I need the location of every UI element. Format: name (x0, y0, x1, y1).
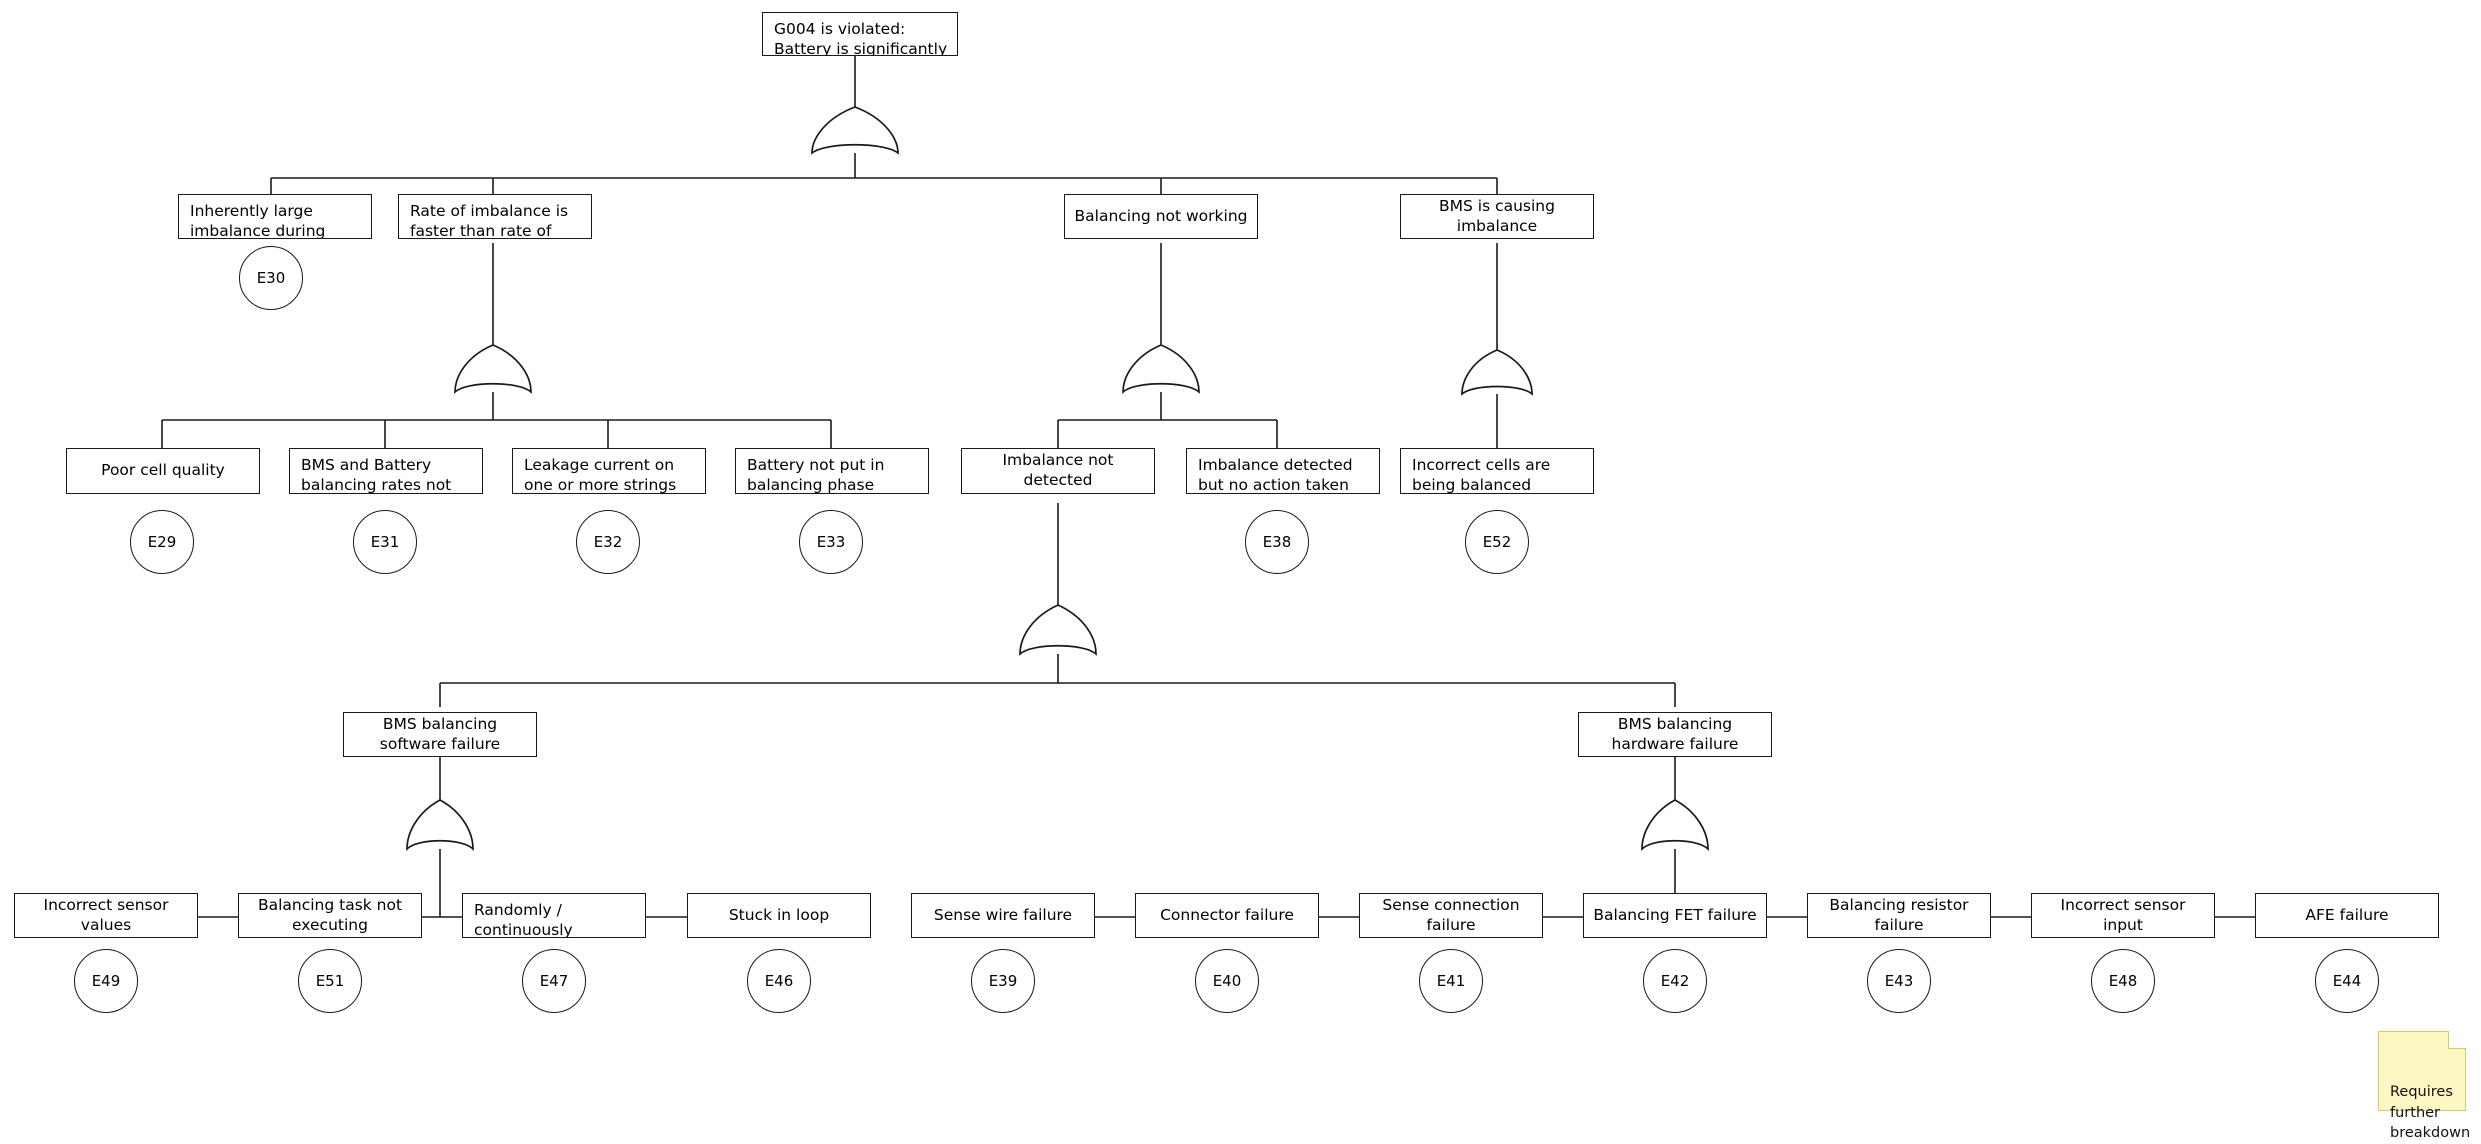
node-label: Balancing task not executing (257, 895, 403, 934)
node-balancing-resistor-failure[interactable]: Balancing resistor failure (1807, 893, 1991, 938)
node-label: Leakage current on one or more strings (524, 456, 677, 494)
event-id: E48 (2108, 972, 2138, 990)
event-id: E51 (315, 972, 345, 990)
event-circle-e49[interactable]: E49 (74, 949, 138, 1013)
event-circle-e51[interactable]: E51 (298, 949, 362, 1013)
event-circle-e39[interactable]: E39 (971, 949, 1035, 1013)
event-circle-e47[interactable]: E47 (522, 949, 586, 1013)
connector-lines (105, 55, 2349, 918)
fault-tree-diagram: G004 is violated: Battery is significant… (14, 12, 2471, 1142)
event-id: E29 (147, 533, 177, 551)
node-label: G004 is violated: Battery is significant… (774, 20, 948, 56)
event-id: E39 (988, 972, 1018, 990)
node-label: Incorrect sensor values (43, 895, 169, 934)
node-label: Connector failure (1160, 905, 1294, 924)
event-id: E38 (1262, 533, 1292, 551)
node-bms-hardware-failure[interactable]: BMS balancing hardware failure (1578, 712, 1772, 757)
node-not-in-balancing-phase[interactable]: Battery not put in balancing phase regul… (735, 448, 929, 494)
node-label: BMS balancing hardware failure (1611, 714, 1739, 753)
node-label: AFE failure (2305, 905, 2389, 924)
note-fold-corner (2448, 1031, 2466, 1049)
node-afe-failure[interactable]: AFE failure (2255, 893, 2439, 938)
node-label: Balancing FET failure (1593, 905, 1757, 924)
node-top-event[interactable]: G004 is violated: Battery is significant… (762, 12, 958, 56)
node-imbalance-not-detected[interactable]: Imbalance not detected (961, 448, 1155, 494)
node-leakage-current[interactable]: Leakage current on one or more strings (512, 448, 706, 494)
event-id: E33 (816, 533, 846, 551)
node-incorrect-cells-balanced[interactable]: Incorrect cells are being balanced (1400, 448, 1594, 494)
node-label: Randomly / continuously resetting (474, 901, 573, 938)
node-connector-failure[interactable]: Connector failure (1135, 893, 1319, 938)
event-id: E41 (1436, 972, 1466, 990)
node-incorrect-sensor-values[interactable]: Incorrect sensor values (14, 893, 198, 938)
node-label: BMS balancing software failure (379, 714, 501, 753)
node-label: Inherently large imbalance during batter… (190, 202, 326, 239)
node-label: Imbalance detected but no action taken (1198, 456, 1353, 494)
node-poor-cell-quality[interactable]: Poor cell quality (66, 448, 260, 494)
node-inherent-imbalance[interactable]: Inherently large imbalance during batter… (178, 194, 372, 239)
event-circle-e30[interactable]: E30 (239, 246, 303, 310)
node-label: BMS is causing imbalance (1439, 196, 1555, 235)
event-id: E32 (593, 533, 623, 551)
node-label: Stuck in loop (728, 905, 830, 924)
event-id: E46 (764, 972, 794, 990)
node-stuck-in-loop[interactable]: Stuck in loop (687, 893, 871, 938)
node-balancing-task-not-executing[interactable]: Balancing task not executing (238, 893, 422, 938)
event-id: E43 (1884, 972, 1914, 990)
node-sense-wire-failure[interactable]: Sense wire failure (911, 893, 1095, 938)
node-label: Battery not put in balancing phase regul… (747, 456, 885, 494)
sticky-note-requires-further-breakdown[interactable]: Requires further breakdown (2378, 1031, 2470, 1141)
event-id: E52 (1482, 533, 1512, 551)
event-id: E42 (1660, 972, 1690, 990)
event-circle-e40[interactable]: E40 (1195, 949, 1259, 1013)
node-balancing-fet-failure[interactable]: Balancing FET failure (1583, 893, 1767, 938)
event-circle-e43[interactable]: E43 (1867, 949, 1931, 1013)
event-circle-e32[interactable]: E32 (576, 510, 640, 574)
node-label: BMS and Battery balancing rates not matc… (301, 456, 452, 494)
node-randomly-resetting[interactable]: Randomly / continuously resetting (462, 893, 646, 938)
event-id: E44 (2332, 972, 2362, 990)
node-imbalance-no-action[interactable]: Imbalance detected but no action taken (1186, 448, 1380, 494)
node-label: Balancing resistor failure (1829, 895, 1969, 934)
node-incorrect-sensor-input[interactable]: Incorrect sensor input (2031, 893, 2215, 938)
node-label: Rate of imbalance is faster than rate of… (410, 202, 569, 239)
event-id: E47 (539, 972, 569, 990)
event-circle-e46[interactable]: E46 (747, 949, 811, 1013)
event-circle-e31[interactable]: E31 (353, 510, 417, 574)
node-balancing-not-working[interactable]: Balancing not working (1064, 194, 1258, 239)
event-circle-e48[interactable]: E48 (2091, 949, 2155, 1013)
event-id: E30 (256, 269, 286, 287)
event-circle-e41[interactable]: E41 (1419, 949, 1483, 1013)
event-circle-e52[interactable]: E52 (1465, 510, 1529, 574)
event-id: E49 (91, 972, 121, 990)
node-label: Sense connection failure (1382, 895, 1520, 934)
event-id: E31 (370, 533, 400, 551)
event-circle-e29[interactable]: E29 (130, 510, 194, 574)
event-circle-e38[interactable]: E38 (1245, 510, 1309, 574)
event-id: E40 (1212, 972, 1242, 990)
node-bms-causing-imbalance[interactable]: BMS is causing imbalance (1400, 194, 1594, 239)
node-label: Incorrect cells are being balanced (1412, 456, 1551, 494)
node-rate-of-imbalance[interactable]: Rate of imbalance is faster than rate of… (398, 194, 592, 239)
node-label: Incorrect sensor input (2060, 895, 2186, 934)
note-text: Requires further breakdown (2390, 1084, 2471, 1142)
node-label: Poor cell quality (101, 461, 225, 480)
node-label: Balancing not working (1074, 206, 1248, 225)
node-bms-software-failure[interactable]: BMS balancing software failure (343, 712, 537, 757)
event-circle-e42[interactable]: E42 (1643, 949, 1707, 1013)
event-circle-e44[interactable]: E44 (2315, 949, 2379, 1013)
node-label: Imbalance not detected (1002, 451, 1114, 489)
node-sense-connection-failure[interactable]: Sense connection failure (1359, 893, 1543, 938)
node-label: Sense wire failure (933, 905, 1073, 924)
event-circle-e33[interactable]: E33 (799, 510, 863, 574)
node-balancing-rates-not-matched[interactable]: BMS and Battery balancing rates not matc… (289, 448, 483, 494)
